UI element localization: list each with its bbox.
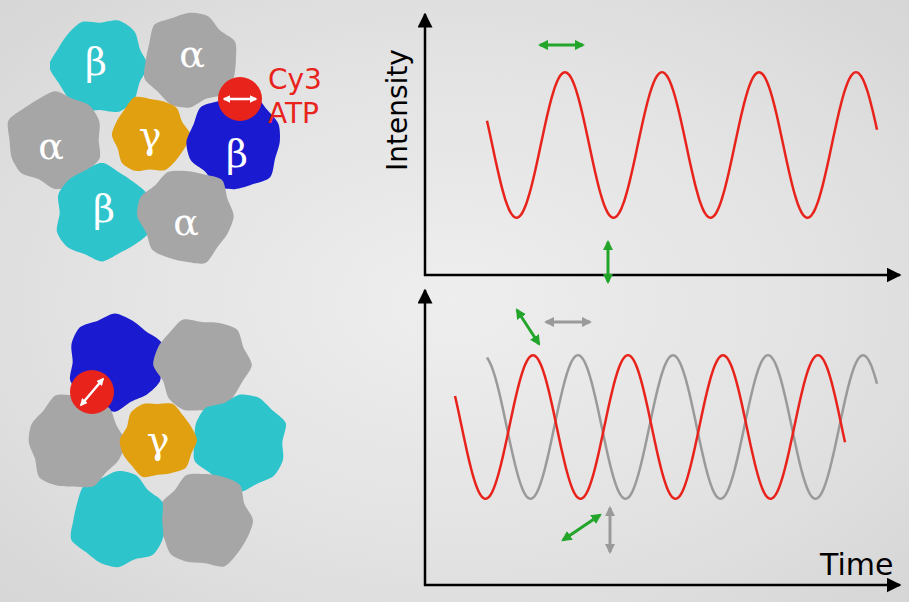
- subunit-label: β: [85, 43, 107, 81]
- subunit-label: α: [38, 127, 64, 165]
- x-axis: [424, 274, 900, 277]
- x-axis: [424, 584, 900, 587]
- subunit-fill: [57, 163, 150, 261]
- subunit-fill: [112, 97, 190, 171]
- y-axis: [424, 14, 427, 276]
- subunit-fill: [120, 403, 197, 477]
- subunit-fill: [144, 13, 236, 108]
- y-axis: [424, 290, 427, 586]
- alpha-subunit: α: [136, 166, 236, 266]
- beta-subunit: β: [52, 163, 152, 263]
- plot-axes: [424, 14, 900, 586]
- fluorophore-label: Cy3: [268, 66, 322, 94]
- protein-subunit: [29, 394, 126, 487]
- intensity-trace: [487, 72, 877, 218]
- subunit-label: α: [173, 203, 199, 241]
- polarization-arrow: [609, 508, 612, 552]
- polarization-arrow: [540, 44, 583, 47]
- polarization-arrow: [563, 515, 600, 540]
- subunit-label: α: [179, 35, 205, 73]
- alpha-subunit: α: [140, 10, 240, 110]
- protein-complex: [29, 313, 286, 567]
- subunit-label: β: [93, 190, 115, 228]
- polarization-arrows: [517, 45, 610, 552]
- cy3-fluorophore: [70, 370, 114, 414]
- subunit-label: γ: [147, 421, 170, 459]
- axis-label: Time: [820, 550, 893, 580]
- subunit-label: γ: [139, 116, 162, 154]
- gamma-subunit: γ: [110, 95, 190, 175]
- polarization-arrow: [517, 310, 539, 344]
- fluorophore-label: ATP: [268, 100, 319, 128]
- polarization-arrow: [607, 242, 610, 282]
- intensity-traces: [455, 72, 877, 499]
- gamma-subunit: γ: [118, 400, 198, 480]
- subunit-fill: [137, 171, 234, 264]
- dipole-arrow: [81, 379, 103, 405]
- polarization-arrow: [546, 321, 590, 324]
- intensity-trace: [455, 355, 845, 499]
- subunit-label: β: [226, 135, 248, 173]
- protein-subunit: [155, 474, 253, 567]
- axis-label: Intensity: [384, 49, 412, 171]
- protein-subunit: [70, 313, 162, 411]
